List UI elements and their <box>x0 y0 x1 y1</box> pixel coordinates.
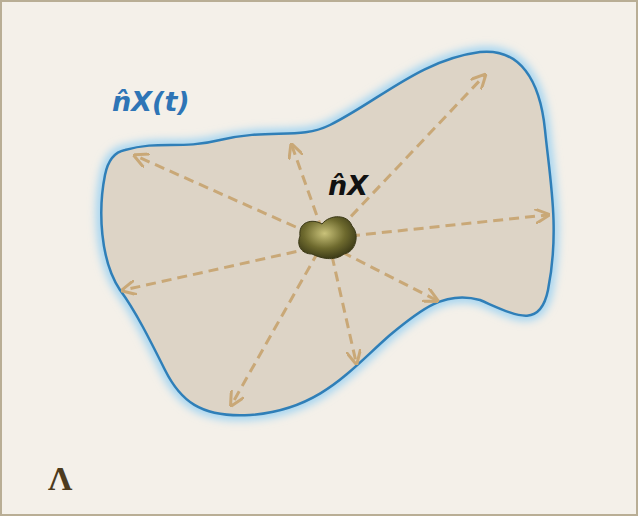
region <box>101 52 553 416</box>
particle <box>299 217 356 259</box>
boundary-label: n̂X(t) <box>112 88 190 115</box>
particle-label: n̂X <box>328 172 368 199</box>
flux-arrows <box>124 76 547 404</box>
space-label: Λ <box>48 462 72 496</box>
